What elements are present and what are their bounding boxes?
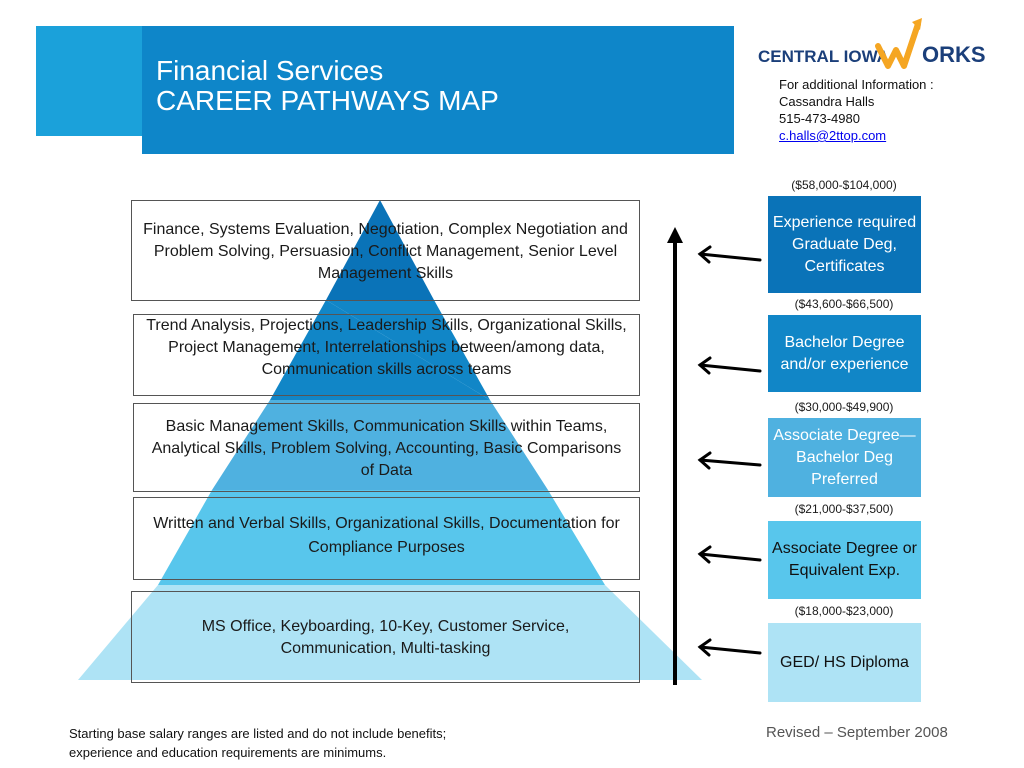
pyramid-tier-2 <box>270 300 490 400</box>
arrow-level-3-head <box>697 451 712 470</box>
skills-level-3: Basic Management Skills, Communication S… <box>133 403 640 492</box>
contact-phone: 515-473-4980 <box>779 111 860 126</box>
contact-name: Cassandra Halls <box>779 94 875 109</box>
title-line-2: CAREER PATHWAYS MAP <box>156 85 499 116</box>
skills-level-2-text: Trend Analysis, Projections, Leadership … <box>146 317 627 378</box>
logo-text-central: CENTRAL IOWA <box>758 47 889 66</box>
skills-level-2: Trend Analysis, Projections, Leadership … <box>133 314 640 396</box>
skills-level-4-text: Written and Verbal Skills, Organizationa… <box>153 515 620 556</box>
requirement-level-5: GED/ HS Diploma <box>768 623 921 702</box>
contact-heading: For additional Information : <box>779 77 934 92</box>
contact-info: For additional Information : Cassandra H… <box>779 76 934 144</box>
salary-level-5: ($18,000-$23,000) <box>794 604 894 618</box>
requirement-level-5-text: GED/ HS Diploma <box>780 653 909 671</box>
logo-text-works: ORKS <box>922 42 986 67</box>
skills-level-3-text: Basic Management Skills, Communication S… <box>151 418 622 479</box>
footer-note-line-2: experience and education requirements ar… <box>69 745 387 760</box>
salary-level-1: ($58,000-$104,000) <box>791 178 897 192</box>
salary-level-2: ($43,600-$66,500) <box>794 297 894 311</box>
requirement-level-3-text: Associate Degree—Bachelor Deg Preferred <box>773 426 916 488</box>
requirement-level-4-text: Associate Degree or Equivalent Exp. <box>772 540 917 579</box>
salary-level-3: ($30,000-$49,900) <box>794 400 894 414</box>
pyramid-tier-4 <box>158 490 605 585</box>
revised-date: Revised – September 2008 <box>766 724 948 741</box>
pyramid-tier-1 <box>326 200 434 300</box>
skills-level-5: MS Office, Keyboarding, 10-Key, Customer… <box>131 591 640 683</box>
pyramid-tier-2-right <box>326 300 490 400</box>
header-banner <box>142 26 734 154</box>
arrow-level-2 <box>698 363 762 373</box>
arrow-level-5 <box>698 645 762 655</box>
pyramid-tier-3 <box>212 400 548 490</box>
pyramid-graphic <box>78 200 702 680</box>
central-iowa-works-logo: CENTRAL IOWA ORKS <box>758 18 986 69</box>
requirement-level-2: Bachelor Degree and/or experience <box>768 315 921 392</box>
vertical-arrow-head <box>667 227 683 243</box>
arrow-level-3 <box>698 458 762 467</box>
arrow-level-1 <box>698 252 762 262</box>
requirement-level-1: Experience required Graduate Deg, Certif… <box>768 196 921 293</box>
arrows-graphic <box>667 227 762 685</box>
skills-level-4: Written and Verbal Skills, Organizationa… <box>133 497 640 580</box>
logo-w-mark <box>875 21 921 69</box>
requirement-level-4: Associate Degree or Equivalent Exp. <box>768 521 921 599</box>
arrow-level-2-head <box>697 356 712 375</box>
salary-level-4: ($21,000-$37,500) <box>794 502 894 516</box>
arrow-level-1-head <box>697 245 712 264</box>
skills-level-5-text: MS Office, Keyboarding, 10-Key, Customer… <box>201 618 570 657</box>
requirement-level-1-text: Experience required Graduate Deg, Certif… <box>772 213 917 275</box>
requirement-level-3: Associate Degree—Bachelor Deg Preferred <box>768 418 921 497</box>
arrow-level-5-head <box>697 638 712 657</box>
contact-email-link[interactable]: c.halls@2ttop.com <box>779 128 887 143</box>
pyramid-tier-5 <box>78 585 702 680</box>
logo-arrow-tip <box>912 18 922 30</box>
skills-level-1-text: Finance, Systems Evaluation, Negotiation… <box>143 221 628 282</box>
skills-level-1: Finance, Systems Evaluation, Negotiation… <box>131 200 640 301</box>
page-title: Financial Services CAREER PATHWAYS MAP <box>156 56 499 116</box>
header-accent-block <box>36 26 142 136</box>
requirement-level-2-text: Bachelor Degree and/or experience <box>780 333 909 373</box>
footer-note-line-1: Starting base salary ranges are listed a… <box>69 726 447 741</box>
arrow-level-4-head <box>697 545 712 564</box>
title-line-1: Financial Services <box>156 55 384 86</box>
arrow-level-4 <box>698 552 762 562</box>
footer-note: Starting base salary ranges are listed a… <box>69 724 446 762</box>
